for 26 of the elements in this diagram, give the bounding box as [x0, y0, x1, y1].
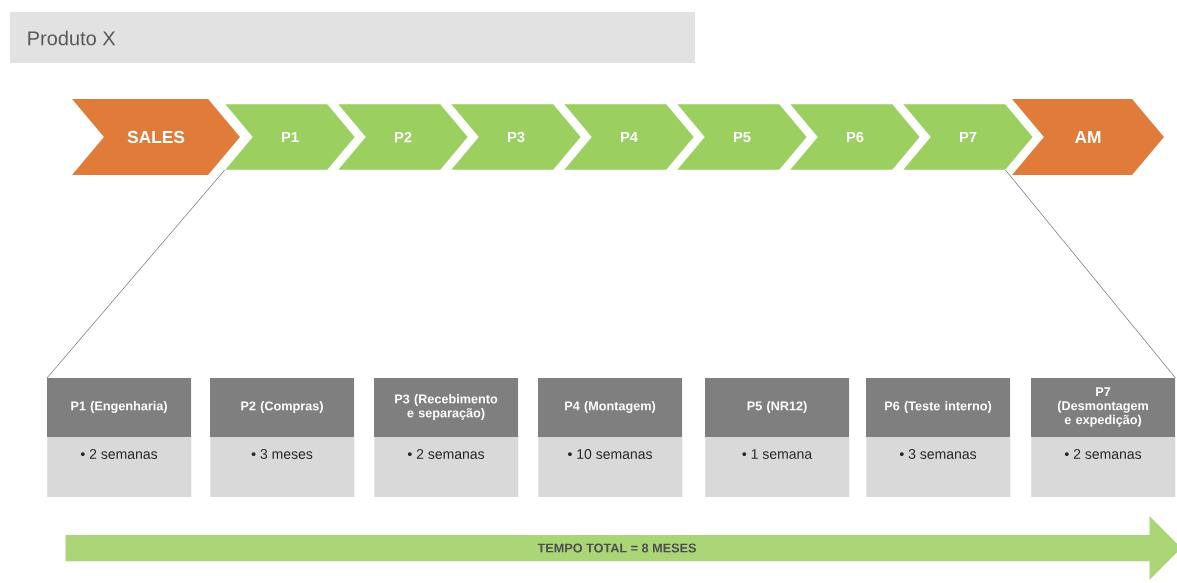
process-box: P3 (Recebimento e separação) • 2 semanas [374, 378, 519, 497]
process-box: P4 (Montagem) • 10 semanas [538, 378, 683, 497]
process-box: P7 (Desmontagem e expedição) • 2 semanas [1031, 378, 1176, 497]
node-label: P1 [282, 131, 299, 143]
process-step: P4 [564, 104, 694, 170]
process-step: P2 [338, 104, 468, 170]
node-label: P5 [734, 131, 751, 143]
process-box: P5 (NR12) • 1 semana [705, 378, 850, 497]
process-step: SALES [72, 99, 240, 175]
node-label: P6 [847, 131, 864, 143]
title-band: Produto X [10, 12, 695, 63]
process-step: P6 [790, 104, 920, 170]
process-step: P7 [903, 104, 1033, 170]
node-label: P2 [395, 131, 412, 143]
guide-line [46, 169, 226, 379]
node-label: P3 [508, 131, 525, 143]
process-box: P1 (Engenharia) • 2 semanas [47, 378, 192, 497]
node-label: P7 [960, 131, 977, 143]
process-step: P1 [225, 104, 355, 170]
process-box: P6 (Teste interno) • 3 semanas [866, 378, 1011, 497]
process-step: P3 [451, 104, 581, 170]
process-step: P5 [677, 104, 807, 170]
process-box: P2 (Compras) • 3 meses [210, 378, 355, 497]
guide-line [1005, 169, 1176, 379]
node-label: P4 [621, 131, 638, 143]
process-step: AM [1012, 99, 1164, 175]
